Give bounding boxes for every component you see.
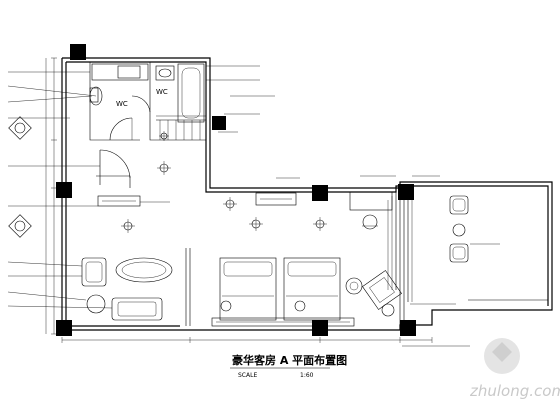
plant: [345, 277, 363, 295]
title-block: 豪华客房 A 平面布置图 SCALE 1:60: [230, 353, 347, 379]
desk: [349, 191, 393, 211]
scale-value: 1:60: [300, 372, 314, 379]
column: [212, 116, 226, 130]
wardrobe: [97, 195, 141, 207]
toilet-tank: [89, 87, 99, 103]
column: [312, 320, 328, 336]
work-desk: [349, 191, 397, 290]
scale-label: SCALE: [238, 372, 257, 379]
column: [56, 182, 72, 198]
coffee-table: [115, 257, 173, 283]
bathtub: [177, 63, 205, 123]
room-label-wc: WC: [156, 88, 168, 96]
lamp: [294, 300, 306, 312]
watermark: zhulong.com: [469, 338, 560, 400]
watermark-logo: [484, 338, 520, 374]
annotation-leaders: [7, 65, 500, 309]
armchair: [362, 270, 402, 310]
desk-chair: [362, 214, 378, 230]
column: [400, 320, 416, 336]
bed: [219, 257, 277, 321]
dimension-lines: [45, 57, 470, 347]
tv-cabinet: [255, 192, 297, 206]
section-markers: [8, 116, 32, 238]
bed: [283, 257, 341, 321]
lounge-chair: [449, 243, 469, 263]
bathroom-block: WC WC: [89, 62, 207, 188]
balcony-table: [452, 223, 466, 237]
room-label-wc: WC: [116, 100, 128, 108]
basin: [155, 65, 175, 81]
drawing-title: 豪华客房 A 平面布置图: [232, 353, 347, 367]
lounge-chair: [449, 195, 469, 215]
ceiling-lights: [121, 131, 327, 233]
column: [398, 184, 414, 200]
column: [70, 44, 86, 60]
side-table: [86, 294, 106, 314]
side-table: [381, 303, 395, 317]
outer-walls: [61, 57, 553, 331]
headboard: [211, 317, 355, 327]
lamp: [220, 300, 232, 312]
vanity-counter: [91, 63, 149, 81]
living-area: [81, 248, 191, 326]
column: [312, 185, 328, 201]
watermark-text: zhulong.com: [469, 382, 560, 400]
column: [56, 320, 72, 336]
twin-beds: [211, 257, 363, 327]
entrance-door: [96, 149, 131, 188]
sofa: [111, 297, 163, 321]
sink: [117, 65, 141, 79]
tv-console: [255, 192, 297, 206]
window-armchair: [362, 270, 402, 317]
structural-columns: [56, 44, 416, 336]
balcony: [407, 195, 469, 302]
wardrobe-shelf: [97, 195, 141, 207]
armchair: [81, 257, 107, 287]
